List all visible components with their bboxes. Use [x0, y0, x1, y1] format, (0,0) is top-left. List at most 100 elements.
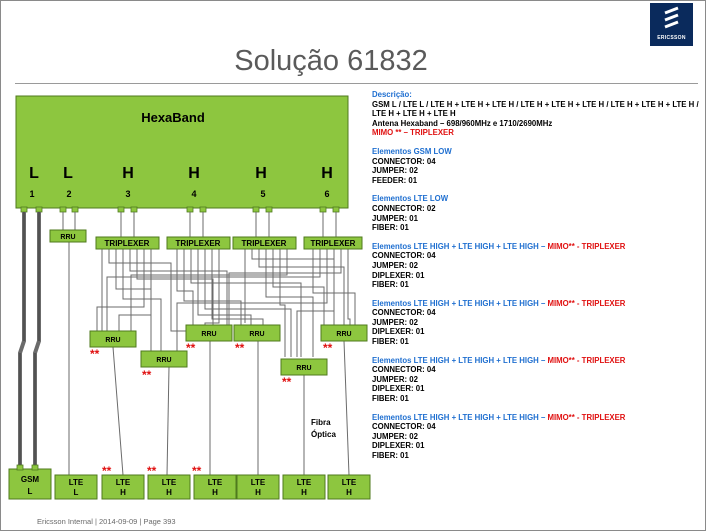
bottom-box-line2: H	[346, 488, 352, 497]
page-title: Solução 61832	[234, 45, 428, 77]
mimo-mark: **	[323, 341, 333, 355]
port-number-1: 1	[29, 189, 34, 199]
bottom-box-lte-h	[101, 474, 145, 500]
port-number-5: 5	[260, 189, 265, 199]
bottom-box-lte-h	[147, 474, 191, 500]
antenna-name: HexaBand	[141, 110, 205, 125]
gsm-feeder	[18, 212, 26, 469]
group-gsm-low: Elementos GSM LOW CONNECTOR: 04 JUMPER: …	[372, 147, 702, 185]
group-item: JUMPER: 02	[372, 260, 418, 270]
port-number-6: 6	[324, 189, 329, 199]
group-title: Elementos GSM LOW	[372, 146, 452, 156]
group-item: CONNECTOR: 04	[372, 365, 436, 375]
group-item: FIBER: 01	[372, 223, 409, 233]
group-item: JUMPER: 01	[372, 213, 418, 223]
group-lte-high-1: Elementos LTE HIGH + LTE HIGH + LTE HIGH…	[372, 242, 702, 290]
connector	[319, 206, 327, 213]
rru-label: RRU	[336, 331, 351, 338]
bottom-box-lte-h	[327, 474, 371, 500]
group-title-mimo: MIMO** - TRIPLEXER	[545, 298, 626, 308]
bands-line: GSM L / LTE L / LTE H + LTE H + LTE H / …	[372, 99, 699, 119]
triplexer-label: TRIPLEXER	[176, 239, 221, 248]
fiber-label-line1: Fibra	[311, 418, 331, 427]
mimo-line: MIMO ** – TRIPLEXER	[372, 128, 454, 138]
band-letter-6: H	[321, 165, 333, 182]
band-letter-1: L	[29, 165, 39, 182]
group-lte-high-4: Elementos LTE HIGH + LTE HIGH + LTE HIGH…	[372, 413, 702, 461]
bottom-box-line1: LTE	[162, 478, 177, 487]
footer: Ericsson Internal | 2014-09-09 | Page 39…	[37, 517, 176, 526]
group-item: JUMPER: 02	[372, 317, 418, 327]
rru-label: RRU	[296, 365, 311, 372]
triplexer-4	[303, 236, 363, 250]
connector	[252, 206, 260, 213]
rru-high-5	[280, 358, 328, 376]
rru-label: RRU	[105, 337, 120, 344]
connector	[71, 206, 79, 213]
bottom-box-line2: H	[301, 488, 307, 497]
group-item: FEEDER: 01	[372, 175, 418, 185]
rru-lte-low	[49, 229, 87, 243]
bottom-box-line2: L	[28, 487, 33, 496]
logo-text: ERICSSON	[657, 35, 686, 41]
band-letter-5: H	[255, 165, 267, 182]
port-number-2: 2	[66, 189, 71, 199]
bottom-box-lte-h	[282, 474, 326, 500]
bottom-box-line1: LTE	[342, 478, 357, 487]
group-item: DIPLEXER: 01	[372, 270, 425, 280]
connector	[199, 206, 207, 213]
port-number-4: 4	[191, 189, 196, 199]
group-title: Elementos LTE LOW	[372, 194, 449, 204]
connector	[332, 206, 340, 213]
connector	[130, 206, 138, 213]
bottom-box-line2: L	[74, 488, 79, 497]
triplexer-label: TRIPLEXER	[105, 239, 150, 248]
ericsson-logo-icon	[664, 6, 679, 29]
band-letter-2: L	[63, 165, 73, 182]
bottom-box-line1: LTE	[69, 478, 84, 487]
group-item: FIBER: 01	[372, 451, 409, 460]
connector	[186, 206, 194, 213]
triplexer-3	[232, 236, 297, 250]
group-item: CONNECTOR: 04	[372, 422, 436, 432]
connector	[35, 206, 43, 213]
triplexer-2	[166, 236, 231, 250]
description-panel: Descrição: GSM L / LTE L / LTE H + LTE H…	[372, 90, 702, 461]
bottom-box-line1: LTE	[116, 478, 131, 487]
rru-label: RRU	[156, 357, 171, 364]
bottom-box-line2: H	[120, 488, 126, 497]
group-item: FIBER: 01	[372, 280, 409, 290]
bottom-box-line2: H	[166, 488, 172, 497]
antenna-line: Antena Hexaband – 698/960MHz e 1710/2690…	[372, 118, 553, 128]
group-lte-high-3: Elementos LTE HIGH + LTE HIGH + LTE HIGH…	[372, 356, 702, 404]
connector	[59, 206, 67, 213]
group-item: CONNECTOR: 02	[372, 203, 436, 213]
bottom-box-lte-h	[193, 474, 237, 500]
mimo-mark: **	[90, 347, 100, 361]
group-title: Elementos LTE HIGH + LTE HIGH + LTE HIGH…	[372, 298, 546, 308]
rru-high-2	[140, 350, 188, 368]
mimo-mark: **	[186, 341, 196, 355]
bottom-box-line1: GSM	[21, 475, 40, 484]
ericsson-logo: ERICSSON	[650, 3, 693, 46]
rru-label: RRU	[249, 331, 264, 338]
connector	[265, 206, 273, 213]
mimo-mark: **	[142, 368, 152, 382]
mimo-mark: **	[282, 375, 292, 389]
bottom-box-line2: H	[212, 488, 218, 497]
group-title: Elementos LTE HIGH + LTE HIGH + LTE HIGH…	[372, 355, 546, 365]
group-item: CONNECTOR: 04	[372, 156, 436, 166]
rru-high-6	[320, 324, 368, 342]
group-item: FIBER: 01	[372, 337, 409, 347]
rru-label: RRU	[60, 234, 75, 241]
group-item: DIPLEXER: 01	[372, 384, 425, 394]
rru-high-4	[233, 324, 281, 342]
title-divider	[15, 83, 698, 84]
bottom-box-line2: H	[255, 488, 261, 497]
group-lte-low: Elementos LTE LOW CONNECTOR: 02 JUMPER: …	[372, 194, 702, 232]
group-item: CONNECTOR: 04	[372, 251, 436, 261]
group-title-mimo: MIMO** - TRIPLEXER	[545, 412, 626, 422]
group-lte-high-2: Elementos LTE HIGH + LTE HIGH + LTE HIGH…	[372, 299, 702, 347]
